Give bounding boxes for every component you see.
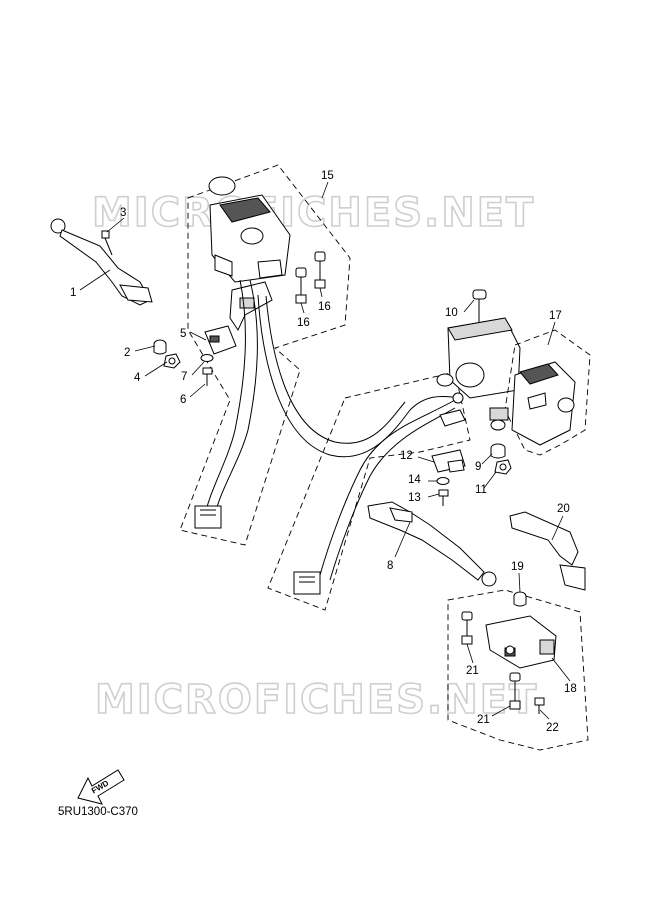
callout-5: 5 xyxy=(180,328,186,340)
screw-22 xyxy=(534,697,545,714)
callout-21a: 21 xyxy=(466,665,479,677)
nut-11 xyxy=(494,459,512,475)
reference-code: 5RU1300-C370 xyxy=(58,806,138,818)
switch-18 xyxy=(485,615,557,669)
cross-cable-b xyxy=(265,295,406,444)
callout-8: 8 xyxy=(387,560,393,572)
washer-14 xyxy=(436,477,450,485)
left-harness-b xyxy=(214,279,258,516)
group-box-15 xyxy=(179,164,351,546)
washer-7 xyxy=(200,354,214,362)
nut-4 xyxy=(163,353,181,369)
callout-10: 10 xyxy=(445,307,458,319)
left-connector xyxy=(194,505,222,529)
cross-cable xyxy=(257,294,461,458)
callout-20: 20 xyxy=(557,503,570,515)
screw-6 xyxy=(202,367,213,386)
callout-9: 9 xyxy=(475,461,481,473)
collar-2 xyxy=(153,339,167,355)
collar-9 xyxy=(490,443,506,459)
fwd-arrow-icon: FWD xyxy=(77,769,125,805)
switch-12 xyxy=(431,449,466,473)
callout-4: 4 xyxy=(134,372,141,384)
clamp-hose xyxy=(439,392,509,431)
switch-5 xyxy=(204,325,237,355)
callout-21b: 21 xyxy=(477,714,490,726)
callout-18: 18 xyxy=(564,683,577,695)
center-connector xyxy=(293,571,321,595)
master-cylinder xyxy=(436,317,521,399)
callout-16a: 16 xyxy=(297,317,310,329)
callout-12: 12 xyxy=(400,450,413,462)
callout-16b: 16 xyxy=(318,301,331,313)
bolt-10 xyxy=(472,289,487,322)
callout-11: 11 xyxy=(475,484,487,496)
group-box-17 xyxy=(504,329,591,456)
bolt-16b xyxy=(314,251,326,289)
callout-13: 13 xyxy=(408,492,421,504)
watermark-top: MICROFICHES.NET xyxy=(92,190,535,236)
bolt-3 xyxy=(101,230,113,256)
callout-1: 1 xyxy=(70,287,76,299)
brake-lever-8 xyxy=(367,501,497,587)
callout-17: 17 xyxy=(549,310,562,322)
left-lever xyxy=(50,218,153,306)
right-switch-housing xyxy=(511,361,576,446)
left-clamp xyxy=(229,281,273,332)
part-19 xyxy=(513,591,527,607)
callout-15: 15 xyxy=(321,170,334,182)
left-switch-housing xyxy=(208,176,291,283)
lever-20 xyxy=(509,511,586,591)
bolt-21a xyxy=(461,611,473,645)
callout-6: 6 xyxy=(180,394,186,406)
center-harness-b xyxy=(329,407,456,581)
callout-3: 3 xyxy=(120,207,126,219)
watermark-bottom: MICROFICHES.NET xyxy=(95,677,538,723)
screw-13 xyxy=(438,489,449,506)
bolt-21b xyxy=(509,672,521,710)
leader-lines xyxy=(79,181,571,720)
center-harness xyxy=(319,399,456,576)
callout-7: 7 xyxy=(181,371,187,383)
callout-22: 22 xyxy=(546,722,559,734)
callout-14: 14 xyxy=(408,474,421,486)
left-harness xyxy=(204,279,246,516)
bolt-16a xyxy=(295,267,307,304)
callout-2: 2 xyxy=(124,347,130,359)
callout-19: 19 xyxy=(511,561,524,573)
